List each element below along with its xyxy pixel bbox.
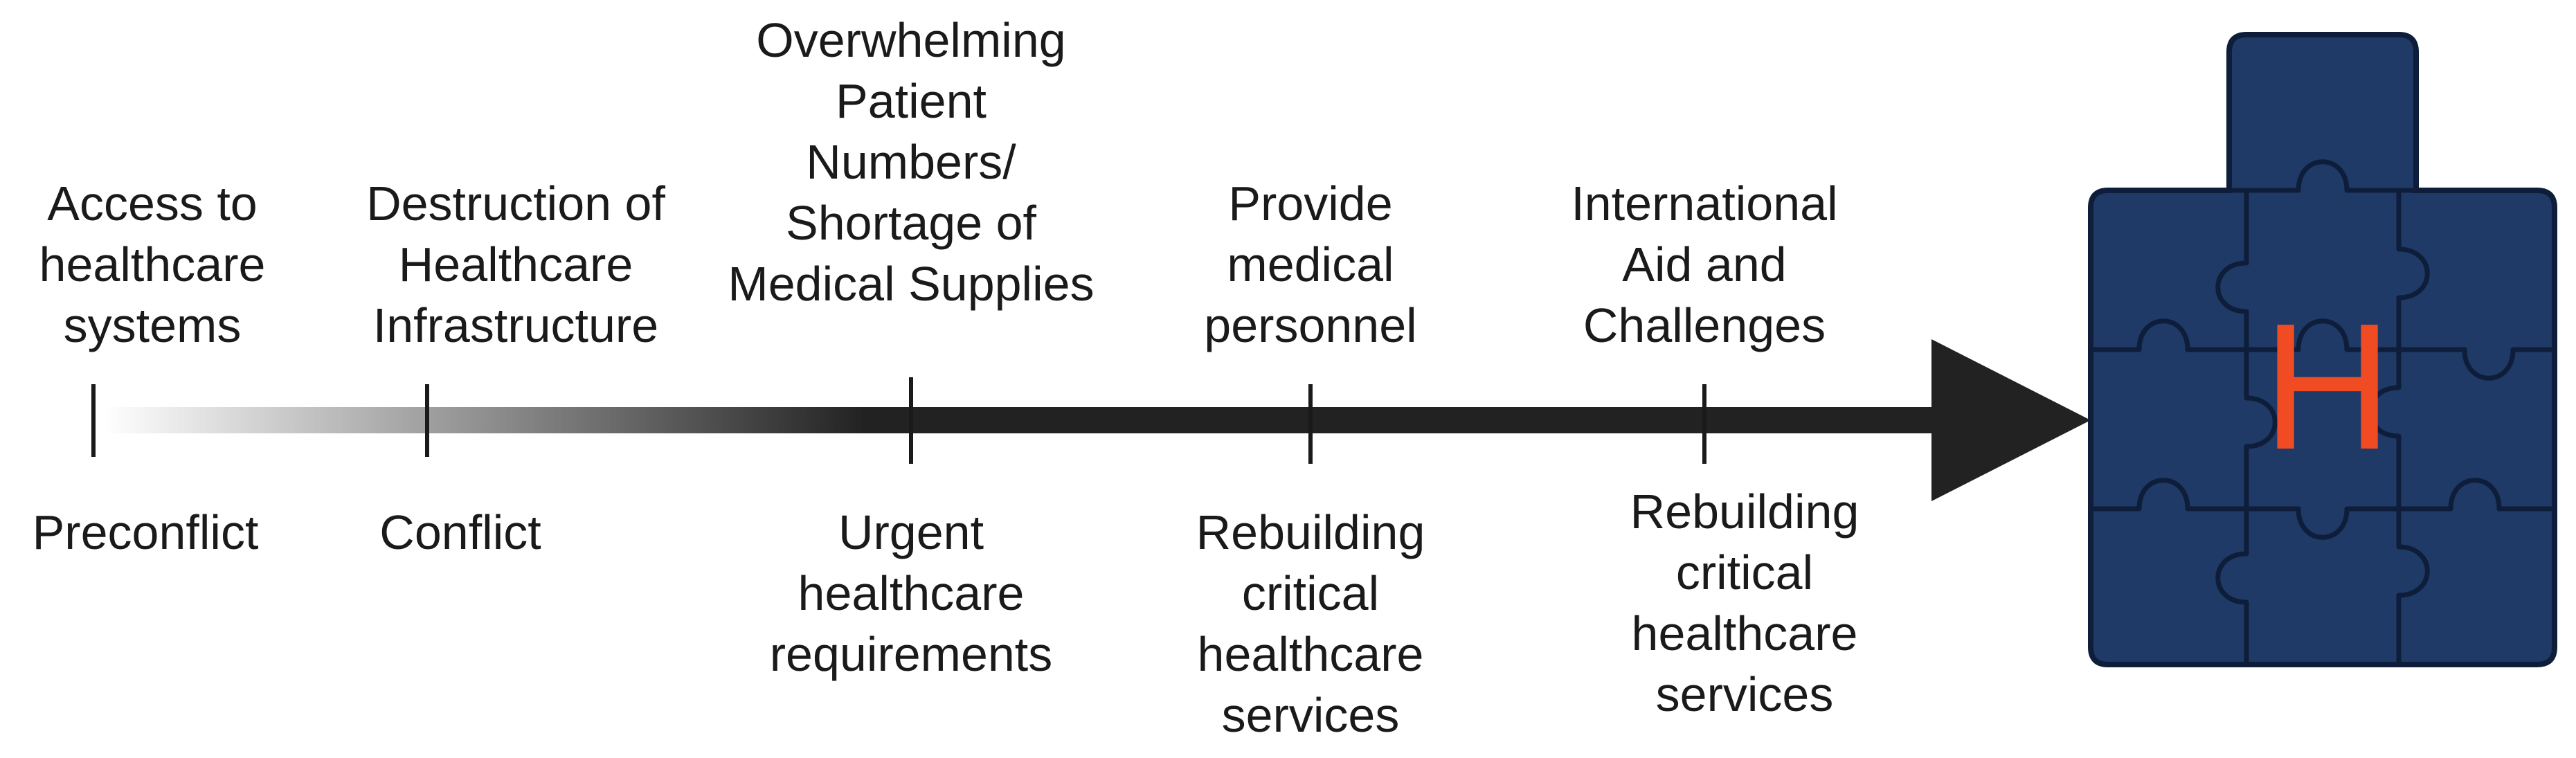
arrow-head xyxy=(1931,339,2091,501)
arrow-shaft xyxy=(104,407,1945,433)
stage-conflict-bottom-label: Conflict xyxy=(379,505,541,559)
timeline-arrow xyxy=(104,339,2091,501)
puzzle-seams xyxy=(2091,159,2555,665)
hospital-puzzle-icon: H xyxy=(2088,32,2557,667)
hospital-letter-h: H xyxy=(2262,287,2393,487)
stage-preconflict-bottom-label: Preconflict xyxy=(32,505,259,559)
timeline-ticks xyxy=(91,377,1706,464)
